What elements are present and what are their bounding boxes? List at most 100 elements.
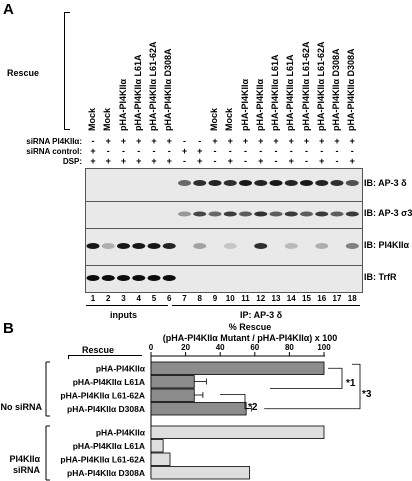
blot-band xyxy=(193,211,207,217)
sign-dsp: - xyxy=(274,156,278,166)
sign-sirna-control: - xyxy=(137,146,141,156)
lane-number: 7 xyxy=(182,294,187,303)
blot-band xyxy=(315,211,329,217)
ip-label: IP: AP-3 δ xyxy=(240,310,283,320)
blot-band xyxy=(86,243,100,249)
sign-dsp: + xyxy=(319,156,325,166)
blot-band xyxy=(284,180,298,186)
lane-number: 5 xyxy=(151,294,157,303)
rescue-bracket-bottom xyxy=(64,129,70,130)
sign-sirna-control: - xyxy=(122,146,125,156)
blot-band xyxy=(300,180,313,186)
blot-band xyxy=(254,243,268,249)
blot-label-pi4k: IB: PI4KIIα xyxy=(364,240,410,250)
sign-dsp: - xyxy=(213,156,217,166)
sign-dsp: + xyxy=(90,156,96,166)
blot-label-ap3-sigma3: IB: AP-3 σ3 xyxy=(364,208,412,218)
sig-label-1: *1 xyxy=(346,378,356,389)
bar xyxy=(150,388,195,402)
sign-sirna-pi4k: + xyxy=(166,136,172,146)
blot-band xyxy=(269,211,283,217)
chart-rescue-underline xyxy=(68,355,142,356)
lane-rescue-label: Mock xyxy=(224,107,235,131)
lane-number: 14 xyxy=(286,294,296,303)
x-tick-label: 20 xyxy=(181,343,190,352)
sign-sirna-pi4k: + xyxy=(319,136,325,146)
ip-bracket xyxy=(172,305,360,306)
sign-sirna-control: - xyxy=(274,146,278,156)
blot-band xyxy=(345,180,359,186)
blot-pi4k xyxy=(85,228,363,266)
blot-band xyxy=(269,180,283,186)
sign-sirna-pi4k: + xyxy=(334,136,340,146)
x-tick-label: 80 xyxy=(285,343,294,352)
bar xyxy=(150,375,195,389)
blot-band xyxy=(330,211,344,217)
category-label: pHA-PI4KIIα xyxy=(96,364,146,374)
sign-dsp: + xyxy=(166,156,172,166)
blot-label-trfr: IB: TrfR xyxy=(364,272,397,282)
inputs-bracket xyxy=(86,305,168,306)
category-label: pHA-PI4KIIα D308A xyxy=(67,404,145,414)
lane-rescue-label: pHA-PI4KIIα xyxy=(117,78,128,131)
blot-band xyxy=(223,180,237,186)
blot-band xyxy=(330,180,344,186)
sign-sirna-control: - xyxy=(289,146,293,156)
panel-b-letter: B xyxy=(3,320,14,337)
rescue-bracket-top xyxy=(64,12,70,13)
sign-dsp: - xyxy=(305,156,308,166)
sign-sirna-pi4k: - xyxy=(198,136,202,146)
blot-band xyxy=(178,180,191,186)
lane-rescue-label: pHA-PI4KIIα L61A xyxy=(285,54,296,131)
blot-band xyxy=(315,243,329,249)
sign-dsp: + xyxy=(349,156,355,166)
lane-number: 1 xyxy=(90,294,96,303)
bar xyxy=(150,402,247,416)
sign-sirna-control: + xyxy=(197,146,203,156)
sign-sirna-control: + xyxy=(90,146,96,156)
blot-band xyxy=(117,243,130,249)
lane-number: 8 xyxy=(197,294,202,303)
blot-band xyxy=(132,243,146,249)
blot-band xyxy=(193,180,207,186)
bar xyxy=(150,466,251,480)
chart-title-line1: % Rescue xyxy=(228,322,272,332)
sign-sirna-pi4k: + xyxy=(288,136,294,146)
chart-rescue-underline-tick xyxy=(68,355,69,359)
lane-rescue-label: pHA-PI4KIIα L61A xyxy=(132,54,143,131)
blot-band xyxy=(345,211,359,217)
sign-sirna-control: - xyxy=(350,146,354,156)
sign-dsp: + xyxy=(151,156,157,166)
row-label-sirna-control: siRNA control: xyxy=(26,147,82,156)
lane-number: 17 xyxy=(332,294,342,303)
blot-band xyxy=(223,243,237,249)
blot-band xyxy=(101,243,115,249)
blot-band xyxy=(193,243,207,249)
blot-trfr xyxy=(85,265,363,293)
sign-sirna-control: - xyxy=(152,146,156,156)
lane-number: 4 xyxy=(136,294,141,303)
lane-number: 10 xyxy=(225,294,235,303)
lane-number: 6 xyxy=(167,294,172,303)
bar xyxy=(150,361,325,375)
rescue-header: Rescue xyxy=(7,68,40,78)
blot-band xyxy=(239,180,252,186)
blot-band xyxy=(284,243,298,249)
rescue-bracket-vertical xyxy=(64,12,65,130)
x-tick-label: 0 xyxy=(149,343,154,352)
lane-number: 13 xyxy=(271,294,281,303)
blot-band xyxy=(86,275,100,281)
lane-number: 9 xyxy=(212,294,218,303)
lane-number: 16 xyxy=(317,294,327,303)
lane-number: 12 xyxy=(256,294,266,303)
blot-band xyxy=(254,180,268,186)
sign-sirna-control: - xyxy=(213,146,217,156)
lane-number: 11 xyxy=(241,294,250,303)
blot-band xyxy=(239,211,252,217)
x-tick-label: 100 xyxy=(317,343,331,352)
sign-sirna-control: - xyxy=(244,146,247,156)
lane-rescue-label: pHA-PI4KIIα D308A xyxy=(331,48,341,131)
sign-sirna-control: - xyxy=(106,146,110,156)
lane-rescue-label: pHA-PI4KIIα D308A xyxy=(346,48,357,131)
